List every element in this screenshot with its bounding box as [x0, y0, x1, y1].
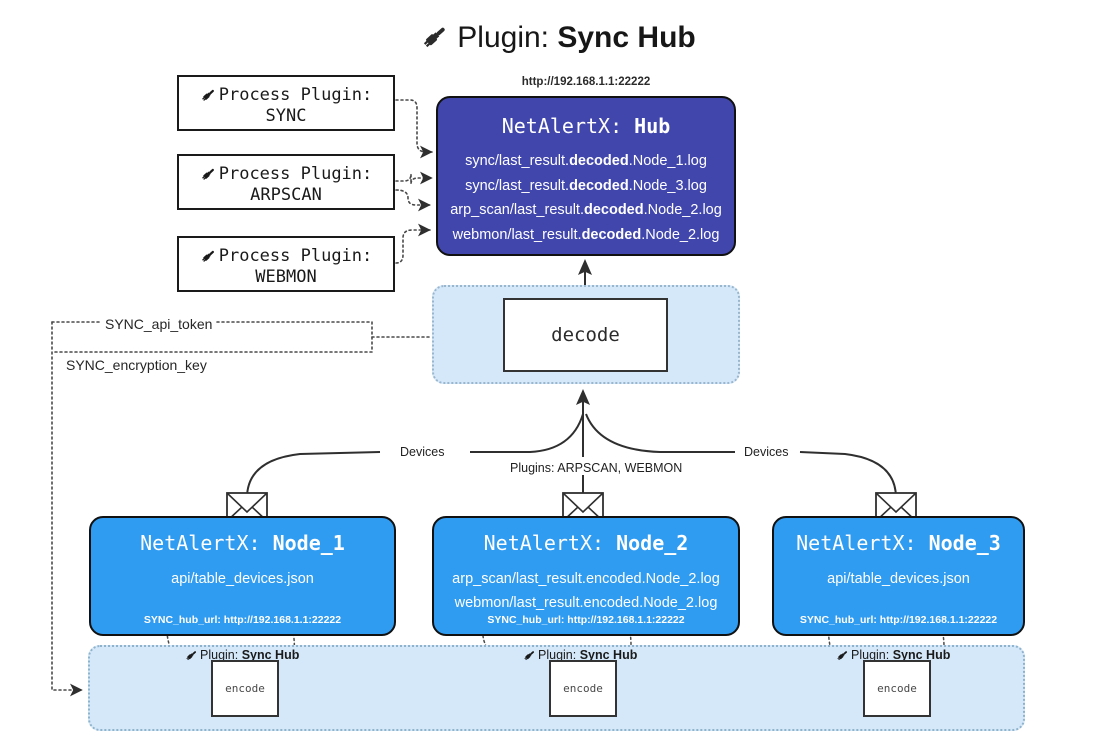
plug-icon [421, 18, 451, 62]
hub-title-name: Hub [634, 114, 671, 138]
plug-icon [200, 165, 218, 187]
process-plugin-webmon-name: WEBMON [255, 267, 317, 287]
encode-box-1[interactable]: encode [211, 660, 279, 717]
node-3-line: api/table_devices.json [827, 571, 970, 587]
node-1-footer: SYNC_hub_url: http://192.168.1.1:22222 [143, 614, 342, 626]
hub-log-item: webmon/last_result.decoded.Node_2.log [452, 226, 720, 243]
process-plugin-webmon-line1: Process Plugin: [179, 245, 393, 267]
process-plugin-box-webmon[interactable]: Process Plugin: WEBMON [177, 236, 395, 292]
encode-box-3[interactable]: encode [863, 660, 931, 717]
process-plugin-arpscan-name: ARPSCAN [250, 185, 322, 205]
node-2-footer: SYNC_hub_url: http://192.168.1.1:22222 [487, 614, 685, 626]
plug-icon [200, 247, 218, 269]
plug-icon [200, 86, 218, 108]
hub-title-prefix: NetAlertX: [501, 114, 635, 138]
encode-box-2[interactable]: encode [549, 660, 617, 717]
plug-icon [185, 648, 199, 664]
plug-icon [523, 648, 537, 664]
process-plugin-sync-name: SYNC [265, 106, 307, 126]
band-plugin-label-3: Plugin: Sync Hub [836, 646, 950, 662]
hub-log-item: sync/last_result.decoded.Node_3.log [465, 177, 707, 194]
node-1-lines: api/table_devices.json [91, 567, 394, 591]
page-title-prefix: Plugin: [457, 21, 558, 54]
plug-icon [836, 648, 850, 664]
node-box-node-2[interactable]: NetAlertX: Node_2 arp_scan/last_result.e… [432, 516, 740, 636]
process-plugin-arpscan-label: Process Plugin: [218, 164, 373, 184]
decode-box[interactable]: decode [503, 298, 668, 372]
hub-log-list: sync/last_result.decoded.Node_1.log sync… [438, 149, 734, 247]
node-3-title: NetAlertX: Node_3 [796, 531, 1001, 555]
node-3-lines: api/table_devices.json [774, 567, 1023, 591]
node-1-title: NetAlertX: Node_1 [140, 531, 345, 555]
edge-label-devices-left: Devices [396, 445, 449, 459]
hub-title: NetAlertX: Hub [438, 114, 734, 138]
band-plugin-label-1: Plugin: Sync Hub [185, 646, 299, 662]
process-plugin-webmon-label: Process Plugin: [218, 246, 373, 266]
node-1-line: api/table_devices.json [171, 571, 314, 587]
edge-label-plugins: Plugins: ARPSCAN, WEBMON [506, 461, 687, 475]
sync-api-token-label: SYNC_api_token [101, 316, 217, 332]
process-plugin-box-sync[interactable]: Process Plugin: SYNC [177, 75, 395, 131]
hub-log-item: arp_scan/last_result.decoded.Node_2.log [450, 202, 722, 218]
hub-box[interactable]: NetAlertX: Hub sync/last_result.decoded.… [436, 96, 736, 256]
band-plugin-label-2: Plugin: Sync Hub [523, 646, 637, 662]
page-title: Plugin: Sync Hub [0, 16, 1117, 60]
sync-encryption-key-label: SYNC_encryption_key [62, 357, 211, 373]
node-box-node-1[interactable]: NetAlertX: Node_1 api/table_devices.json… [89, 516, 396, 636]
process-plugin-box-arpscan[interactable]: Process Plugin: ARPSCAN [177, 154, 395, 210]
process-plugin-arpscan-line1: Process Plugin: [179, 163, 393, 185]
process-plugin-sync-line1: Process Plugin: [179, 84, 393, 106]
edge-label-devices-right: Devices [740, 445, 793, 459]
hub-url: http://192.168.1.1:22222 [521, 76, 651, 88]
node-3-footer: SYNC_hub_url: http://192.168.1.1:22222 [799, 614, 998, 626]
page-title-name: Sync Hub [557, 21, 696, 54]
process-plugin-sync-label: Process Plugin: [218, 85, 373, 105]
node-2-line: arp_scan/last_result.encoded.Node_2.log [452, 571, 720, 587]
hub-log-item: sync/last_result.decoded.Node_1.log [465, 153, 707, 169]
node-2-title: NetAlertX: Node_2 [483, 531, 689, 555]
node-2-line: webmon/last_result.encoded.Node_2.log [454, 595, 718, 611]
node-2-lines: arp_scan/last_result.encoded.Node_2.log … [434, 567, 738, 615]
node-box-node-3[interactable]: NetAlertX: Node_3 api/table_devices.json… [772, 516, 1025, 636]
